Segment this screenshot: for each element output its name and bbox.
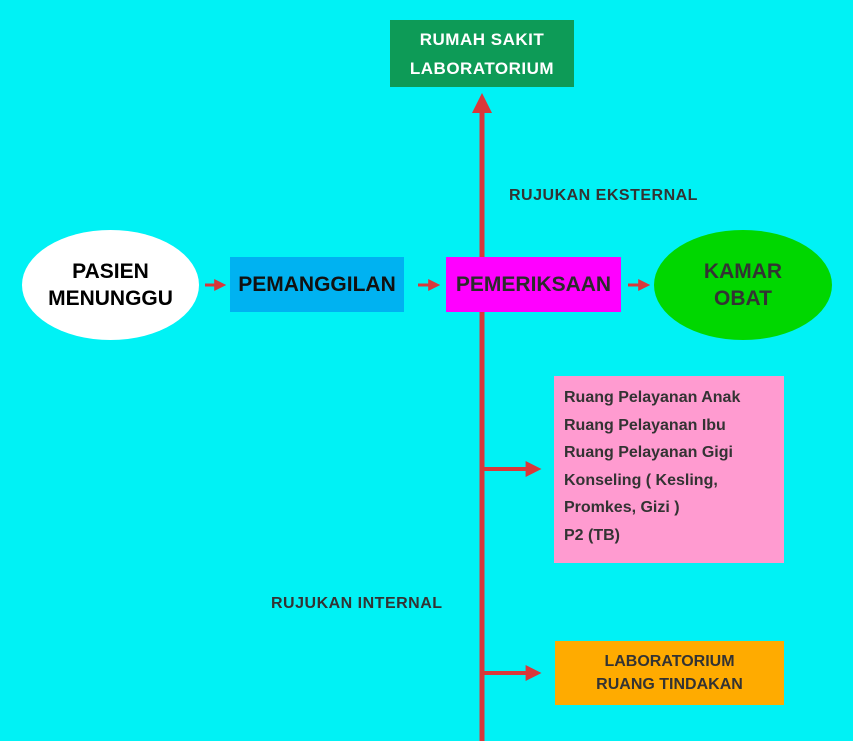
pelayanan-line-5: Promkes, Gizi )	[564, 499, 680, 516]
rujukan-eksternal-label: RUJUKAN EKSTERNAL	[509, 187, 698, 204]
pemeriksaan-box: PEMERIKSAAN	[446, 257, 621, 312]
kamar-obat-node: KAMAR OBAT	[654, 230, 832, 340]
pemeriksaan-label: PEMERIKSAAN	[455, 272, 612, 296]
pasien-line-1: PASIEN	[72, 260, 149, 283]
laboratorium-ruang-tindakan-box: LABORATORIUM RUANG TINDAKAN	[555, 641, 784, 705]
pasien-menunggu-node: PASIEN MENUNGGU	[22, 230, 199, 340]
pemanggilan-box: PEMANGGILAN	[230, 257, 404, 312]
kamar-obat-line-2: OBAT	[714, 287, 772, 310]
laboratorium-line-1: LABORATORIUM	[604, 653, 735, 670]
rujukan-internal-label: RUJUKAN INTERNAL	[271, 595, 443, 612]
pelayanan-line-2: Ruang Pelayanan Ibu	[564, 416, 726, 434]
pasien-line-2: MENUNGGU	[48, 287, 173, 310]
rumah-sakit-line-1: RUMAH SAKIT	[419, 29, 545, 49]
pelayanan-line-6: P2 (TB)	[564, 526, 620, 544]
rumah-sakit-laboratorium-box: RUMAH SAKIT LABORATORIUM	[390, 20, 574, 87]
kamar-obat-line-1: KAMAR	[703, 260, 783, 283]
pelayanan-line-4: Konseling ( Kesling,	[564, 471, 718, 489]
pelayanan-line-3: Ruang Pelayanan Gigi	[564, 444, 733, 461]
ruang-pelayanan-box: Ruang Pelayanan Anak Ruang Pelayanan Ibu…	[554, 376, 784, 563]
pelayanan-line-1: Ruang Pelayanan Anak	[564, 389, 741, 406]
pemanggilan-label: PEMANGGILAN	[238, 272, 396, 296]
laboratorium-line-2: RUANG TINDAKAN	[596, 676, 743, 693]
rumah-sakit-line-2: LABORATORIUM	[409, 58, 555, 78]
